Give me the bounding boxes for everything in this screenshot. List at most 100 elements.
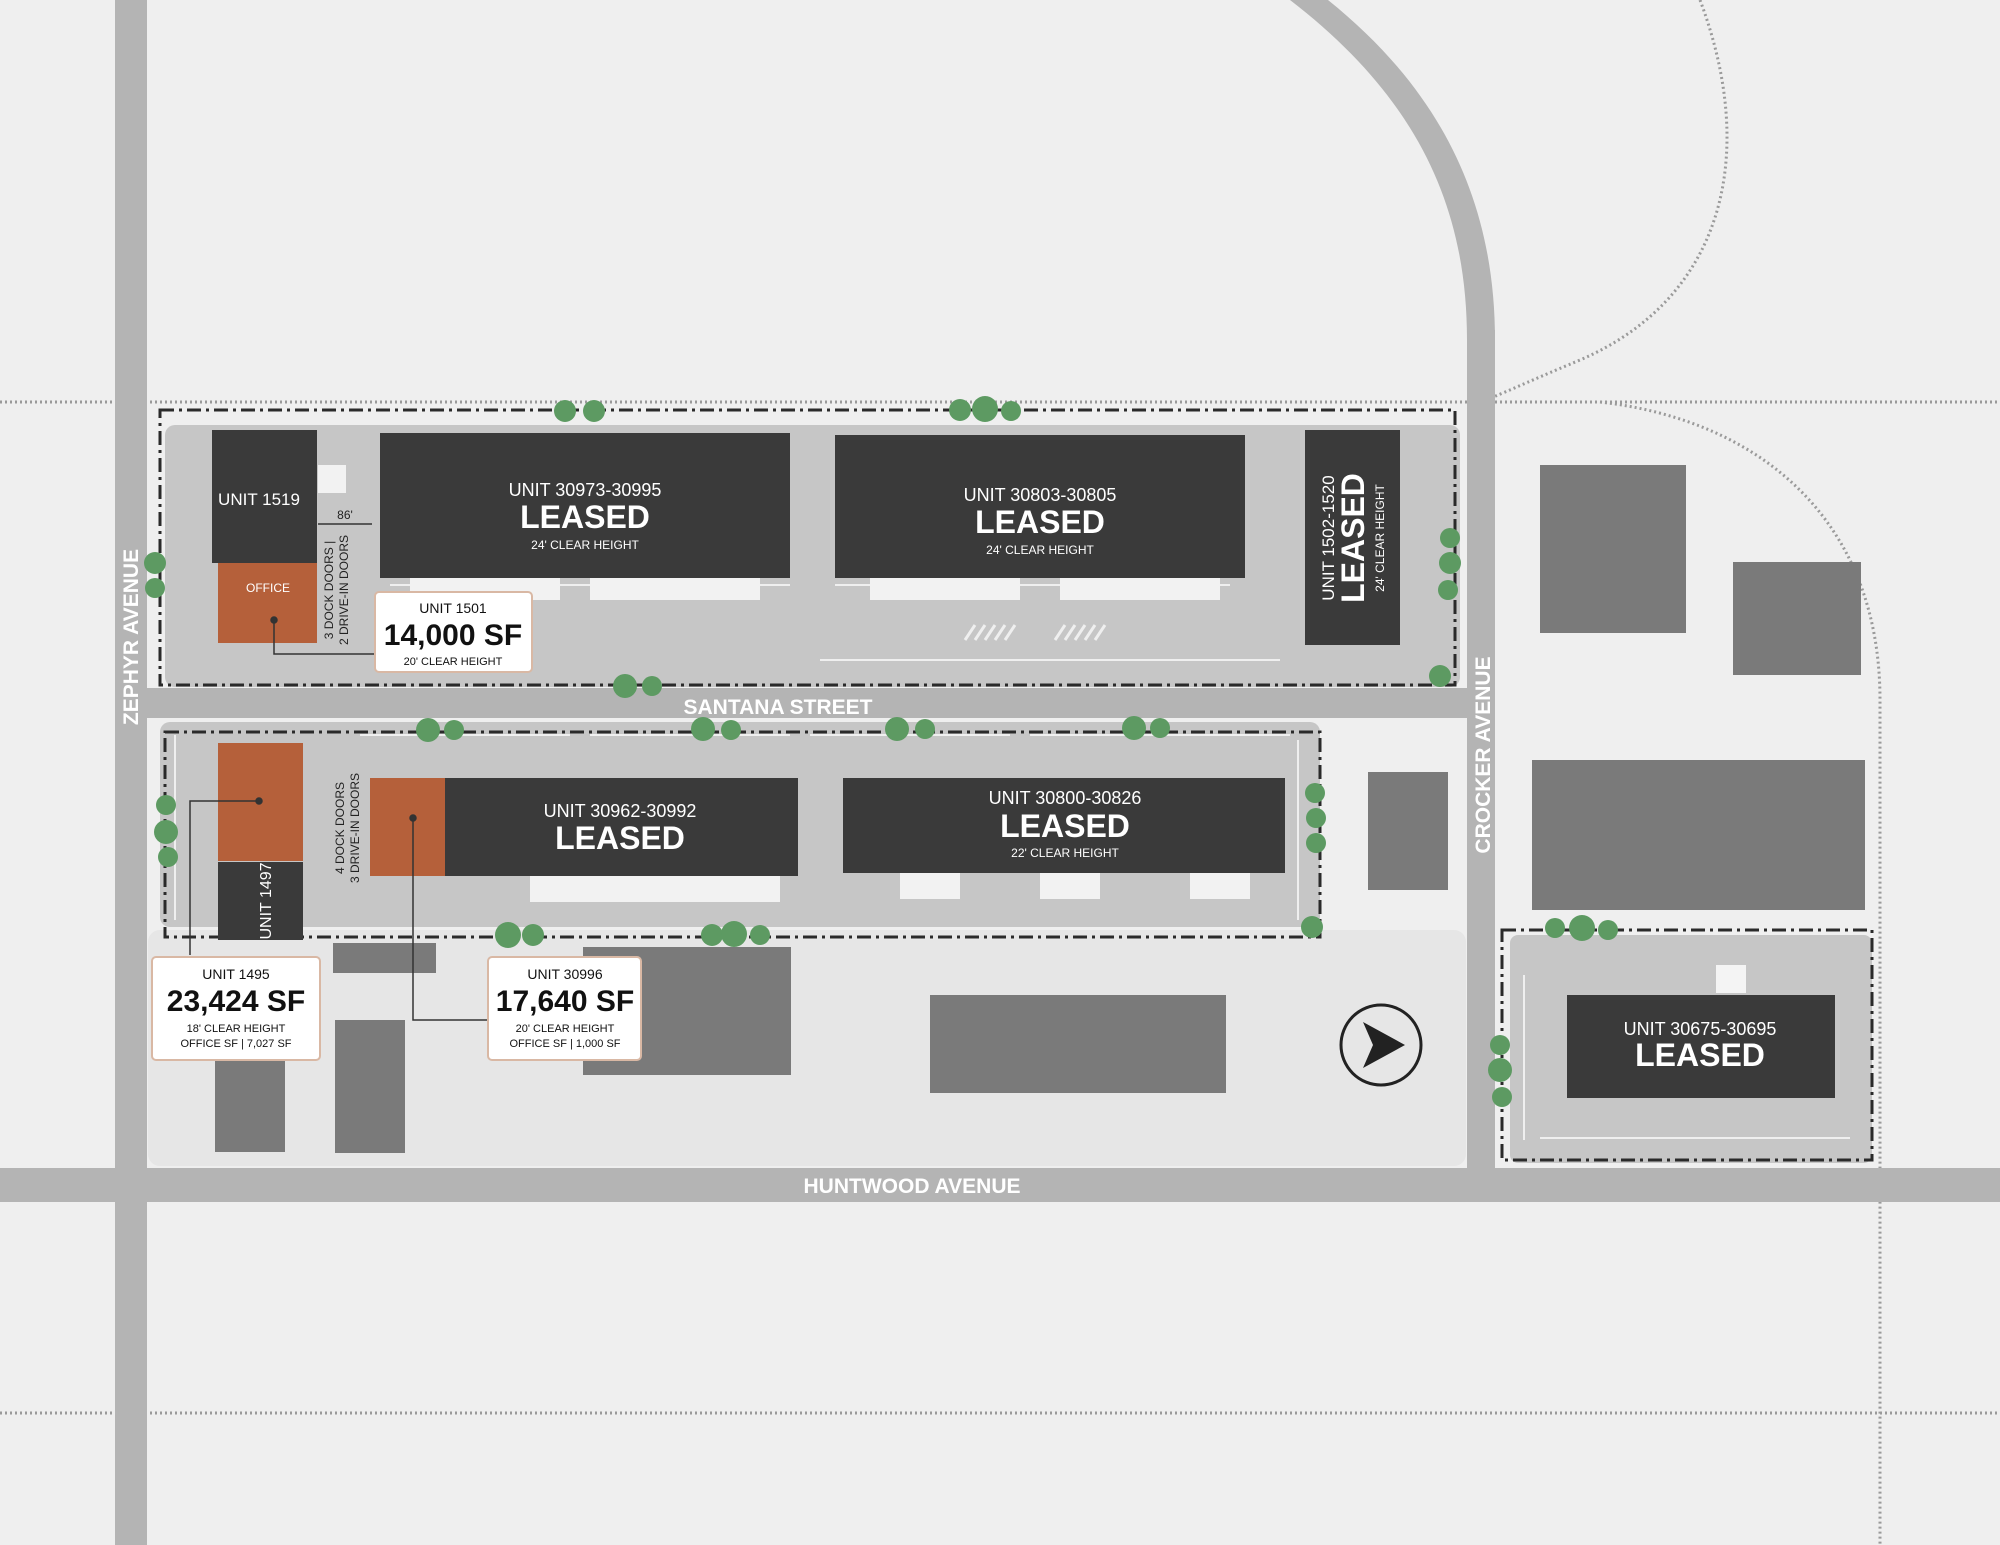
trees bbox=[144, 396, 1618, 1107]
crocker-avenue-road bbox=[1467, 330, 1495, 1168]
railroad-right bbox=[1599, 400, 1882, 1545]
tree bbox=[1492, 1087, 1512, 1107]
tree bbox=[721, 921, 747, 947]
tree bbox=[1429, 665, 1451, 687]
leader-lines bbox=[189, 616, 490, 1021]
tree bbox=[642, 676, 662, 696]
tree bbox=[1305, 783, 1325, 803]
tree bbox=[885, 717, 909, 741]
dimension-86: 86' bbox=[318, 508, 372, 525]
tree bbox=[1598, 920, 1618, 940]
label-30800-status: LEASED bbox=[1000, 808, 1130, 844]
tree bbox=[154, 820, 178, 844]
label-30675-unit: UNIT 30675-30695 bbox=[1624, 1019, 1777, 1039]
label-1519-unit: UNIT 1519 bbox=[218, 490, 300, 509]
zephyr-avenue-road bbox=[115, 0, 147, 1545]
north-lot bbox=[165, 425, 1460, 687]
tree bbox=[1301, 916, 1323, 938]
label-30800-unit: UNIT 30800-30826 bbox=[989, 788, 1142, 808]
north-arrow-icon bbox=[1339, 1003, 1423, 1087]
callout-1495-unit: UNIT 1495 bbox=[202, 966, 270, 982]
leader-1501 bbox=[273, 620, 376, 655]
tree bbox=[1122, 716, 1146, 740]
leased-buildings bbox=[212, 430, 1835, 1098]
tree bbox=[1306, 808, 1326, 828]
label-1502-height: 24' CLEAR HEIGHT bbox=[1373, 484, 1387, 592]
label-30973-status: LEASED bbox=[520, 499, 650, 535]
doors-1501-line1: 3 DOCK DOORS | bbox=[322, 541, 336, 639]
callout-1501-size: 14,000 SF bbox=[384, 619, 522, 652]
neighbor-building bbox=[930, 995, 1226, 1093]
tree bbox=[144, 552, 166, 574]
callout-1495-height: 18' CLEAR HEIGHT bbox=[187, 1023, 286, 1035]
santana-street-road bbox=[147, 688, 1477, 718]
tree bbox=[1488, 1058, 1512, 1082]
doors-1501-line2: 2 DRIVE-IN DOORS bbox=[337, 535, 351, 645]
hatched-zones bbox=[963, 624, 1107, 641]
santana-street-label: SANTANA STREET bbox=[684, 696, 873, 719]
loading-docks bbox=[318, 465, 1250, 902]
label-30800-height: 22' CLEAR HEIGHT bbox=[1011, 846, 1119, 860]
callout-30996-office: OFFICE SF | 1,000 SF bbox=[509, 1038, 620, 1050]
tree bbox=[1306, 833, 1326, 853]
dimension-86-label: 86' bbox=[337, 508, 353, 522]
callout-1495[interactable]: UNIT 1495 23,424 SF 18' CLEAR HEIGHT OFF… bbox=[151, 956, 321, 1061]
crocker-curve-road bbox=[1290, 0, 1495, 340]
tree bbox=[583, 400, 605, 422]
neighbor-building bbox=[1716, 965, 1746, 993]
tree bbox=[972, 396, 998, 422]
label-30973-unit: UNIT 30973-30995 bbox=[509, 480, 662, 500]
building-1502 bbox=[1305, 430, 1400, 645]
tree bbox=[156, 795, 176, 815]
building-30962 bbox=[440, 778, 798, 876]
label-30962-unit: UNIT 30962-30992 bbox=[544, 801, 697, 821]
tree bbox=[495, 922, 521, 948]
label-1519-office: OFFICE bbox=[246, 581, 290, 595]
neighbor-building bbox=[335, 1020, 405, 1153]
tree bbox=[613, 674, 637, 698]
callout-30996-size: 17,640 SF bbox=[496, 985, 634, 1018]
tree bbox=[522, 924, 544, 946]
neighbor-building bbox=[333, 943, 436, 973]
building-30675 bbox=[1567, 995, 1835, 1098]
neighbor-building bbox=[1540, 465, 1686, 633]
tree bbox=[145, 578, 165, 598]
callout-1501-unit: UNIT 1501 bbox=[419, 600, 487, 616]
tree bbox=[444, 720, 464, 740]
tree bbox=[691, 717, 715, 741]
callout-1495-size: 23,424 SF bbox=[167, 985, 305, 1018]
door-annotations: 3 DOCK DOORS | 2 DRIVE-IN DOORS 4 DOCK D… bbox=[322, 535, 362, 883]
railroad-curve bbox=[1479, 0, 1729, 404]
doors-30996-line1: 4 DOCK DOORS bbox=[333, 782, 347, 874]
tree bbox=[554, 400, 576, 422]
label-30962-status: LEASED bbox=[555, 820, 685, 856]
crocker-avenue-label: CROCKER AVENUE bbox=[1472, 656, 1495, 853]
label-30973-height: 24' CLEAR HEIGHT bbox=[531, 538, 639, 552]
tree bbox=[750, 925, 770, 945]
label-1497-unit: UNIT 1497 bbox=[258, 862, 275, 939]
leader-30996 bbox=[412, 818, 490, 1021]
huntwood-avenue-road bbox=[0, 1168, 2000, 1202]
street-labels: SANTANA STREET HUNTWOOD AVENUE ZEPHYR AV… bbox=[120, 549, 1495, 1198]
neighbor-building bbox=[215, 1055, 285, 1152]
tree bbox=[416, 718, 440, 742]
tree bbox=[1001, 401, 1021, 421]
building-30803 bbox=[835, 435, 1245, 578]
callout-30996[interactable]: UNIT 30996 17,640 SF 20' CLEAR HEIGHT OF… bbox=[487, 956, 642, 1061]
tree bbox=[1569, 915, 1595, 941]
label-1502-status: LEASED bbox=[1335, 473, 1371, 603]
label-30675-status: LEASED bbox=[1635, 1037, 1765, 1073]
callout-1501[interactable]: UNIT 1501 14,000 SF 20' CLEAR HEIGHT bbox=[374, 591, 533, 673]
unit-30996-area bbox=[370, 778, 445, 876]
neighbor-building bbox=[1368, 772, 1448, 890]
huntwood-avenue-label: HUNTWOOD AVENUE bbox=[804, 1175, 1021, 1198]
callout-1501-height: 20' CLEAR HEIGHT bbox=[404, 656, 503, 668]
boundary-north bbox=[158, 408, 1457, 687]
callout-30996-unit: UNIT 30996 bbox=[527, 966, 602, 982]
tree bbox=[158, 847, 178, 867]
tree bbox=[721, 720, 741, 740]
callout-1495-office: OFFICE SF | 7,027 SF bbox=[180, 1038, 291, 1050]
neighbor-buildings bbox=[215, 465, 1865, 1153]
